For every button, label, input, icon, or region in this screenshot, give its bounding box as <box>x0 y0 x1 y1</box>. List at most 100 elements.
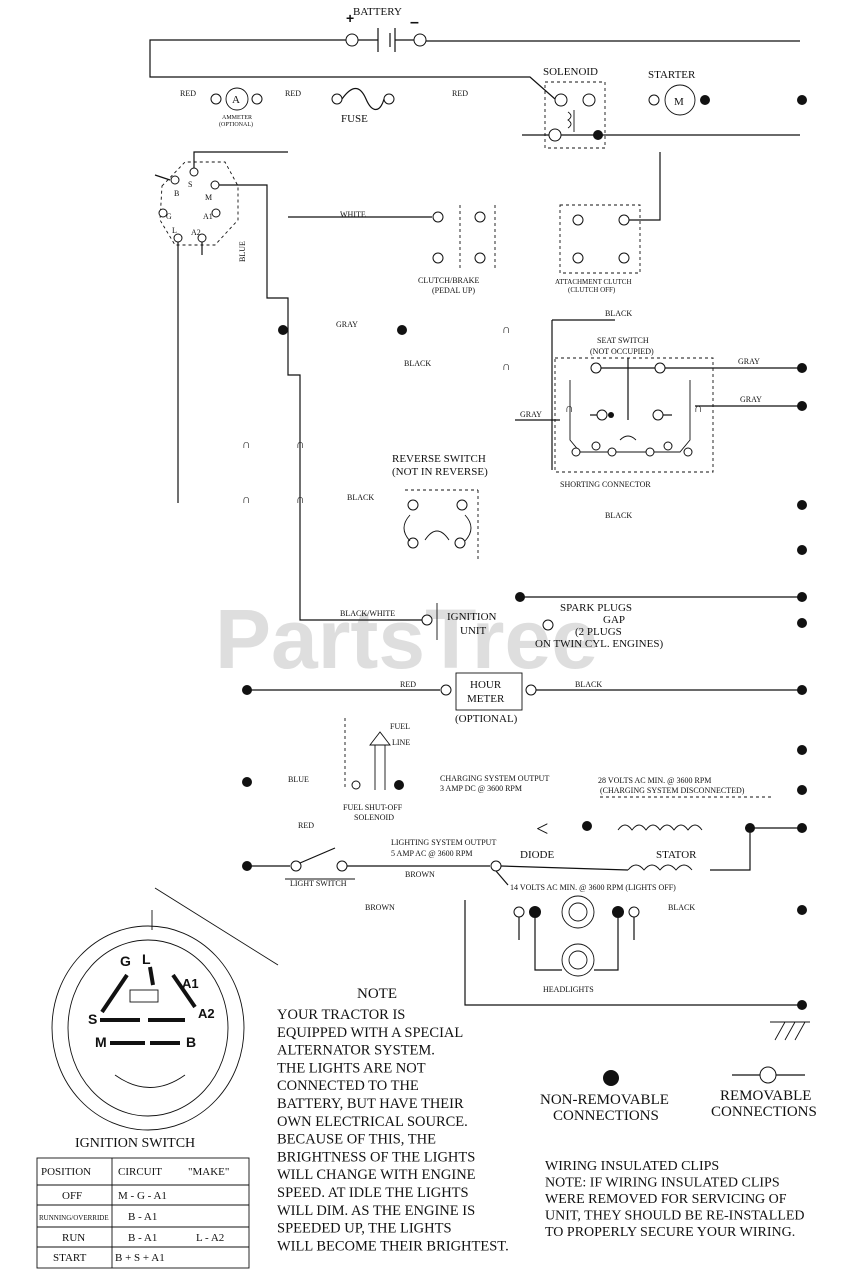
wire-color-red: RED <box>180 89 196 98</box>
hour-meter-label-line1: HOUR <box>470 679 502 691</box>
stator-circuit: STATOR < DIODE RED LIGHTING SYSTEM OUTPU… <box>242 816 807 915</box>
spark-plugs-label: SPARK PLUGS <box>560 602 632 614</box>
attachment-clutch-switch: ATTACHMENT CLUTCH (CLUTCH OFF) <box>555 152 661 294</box>
fuel-shutoff-solenoid: FUEL LINE FUEL SHUT-OFF SOLENOID BLUE <box>242 718 410 822</box>
table-header-make: "MAKE" <box>188 1166 229 1178</box>
fuel-solenoid-label-line1: FUEL SHUT-OFF <box>343 803 403 812</box>
charging-output-spec: 3 AMP DC @ 3600 RPM <box>440 784 522 793</box>
clips-note-line: UNIT, THEY SHOULD BE RE-INSTALLED <box>545 1209 805 1224</box>
hour-meter-sub: (OPTIONAL) <box>455 713 518 725</box>
fuel-line-label-line1: FUEL <box>390 722 410 731</box>
wire-color-blue: BLUE <box>288 775 309 784</box>
table-cell-position: RUN <box>62 1232 85 1244</box>
ignition-terminal-a1: A1 <box>203 212 213 221</box>
charging-volts-sub: (CHARGING SYSTEM DISCONNECTED) <box>600 786 745 795</box>
insulated-clip-icon: ∩ <box>296 492 305 506</box>
diode-label: DIODE <box>520 849 554 861</box>
ignition-unit-label-line2: UNIT <box>460 625 487 637</box>
ammeter-icon <box>225 87 249 111</box>
ignition-terminal-m: M <box>205 193 212 202</box>
reverse-switch-contact-icon <box>424 530 450 541</box>
starter-symbol: M <box>674 96 684 108</box>
clutch-brake-label: CLUTCH/BRAKE <box>418 276 479 285</box>
ignition-switch-detail: G L A1 A2 S M B IGNITION SWITCH <box>51 887 279 1151</box>
ignition-switch-label: IGNITION SWITCH <box>75 1136 195 1151</box>
switch-position-table: POSITION CIRCUIT "MAKE" OFF M - G - A1 R… <box>36 1157 250 1269</box>
ignition-unit-label-line1: IGNITION <box>447 611 497 623</box>
insulated-clip-icon: ∩ <box>242 437 251 451</box>
insulated-clip-icon: ∩ <box>296 437 305 451</box>
shorting-jumper-icon <box>619 435 637 441</box>
solenoid: SOLENOID <box>522 66 800 149</box>
note-line: WILL CHANGE WITH ENGINE <box>277 1167 476 1183</box>
shorting-connector-label: SHORTING CONNECTOR <box>560 480 651 489</box>
connection-legend: NON-REMOVABLE CONNECTIONS REMOVABLE CONN… <box>540 1066 817 1124</box>
non-removable-connection-icon <box>603 1070 619 1086</box>
clutch-brake-sub: (PEDAL UP) <box>432 286 475 295</box>
headlight-icon <box>561 943 595 977</box>
note-line: WILL BECOME THEIR BRIGHTEST. <box>277 1238 509 1254</box>
removable-connection-icon <box>759 1066 777 1084</box>
headlights: HEADLIGHTS <box>464 895 810 1041</box>
table-cell-circuit: B - A1 <box>128 1232 157 1244</box>
ammeter-optional: (OPTIONAL) <box>219 121 253 128</box>
switch-terminal-b: B <box>186 1034 196 1050</box>
attachment-clutch-sub: (CLUTCH OFF) <box>568 286 616 294</box>
note-line: BATTERY, BUT HAVE THEIR <box>277 1096 464 1112</box>
headlights-label: HEADLIGHTS <box>543 985 594 994</box>
wire-color-gray: GRAY <box>336 320 358 329</box>
wire-color-black: BLACK <box>605 309 632 318</box>
ignition-terminal-l: L <box>172 226 177 235</box>
legend-removable-line1: REMOVABLE <box>720 1088 811 1104</box>
stator-label: STATOR <box>656 849 697 861</box>
starter: STARTER M <box>648 69 807 116</box>
note-line: WILL DIM. AS THE ENGINE IS <box>277 1203 475 1219</box>
wire-color-blue: BLUE <box>238 241 247 262</box>
hour-meter-label-line2: METER <box>467 693 505 705</box>
switch-terminal-m: M <box>95 1034 107 1050</box>
insulated-clip-icon: ∩ <box>694 401 703 415</box>
table-header-position: POSITION <box>41 1166 91 1178</box>
seat-switch-label: SEAT SWITCH <box>597 336 649 345</box>
ignition-terminal-a2: A2 <box>191 228 201 237</box>
spark-plugs-twin: ON TWIN CYL. ENGINES) <box>535 638 663 650</box>
wire-color-black: BLACK <box>605 511 632 520</box>
battery-negative-terminal <box>413 33 427 47</box>
lights-volts-label: 14 VOLTS AC MIN. @ 3600 RPM (LIGHTS OFF) <box>510 883 676 892</box>
ignition-terminal-s: S <box>188 180 192 189</box>
stator-winding-icon <box>617 824 703 831</box>
ignition-terminal-b: B <box>174 189 179 198</box>
diode-icon: < <box>536 816 548 841</box>
insulated-clip-icon: ∩ <box>502 322 511 336</box>
wire-color-black: BLACK <box>668 903 695 912</box>
note-line: THE LIGHTS ARE NOT <box>277 1060 426 1076</box>
note-line: EQUIPPED WITH A SPECIAL <box>277 1025 463 1041</box>
clips-note-line: TO PROPERLY SECURE YOUR WIRING. <box>545 1225 795 1240</box>
wire-color-red: RED <box>400 680 416 689</box>
table-cell-make: L - A2 <box>196 1232 224 1244</box>
ignition-s-wire <box>193 151 288 168</box>
note-line: ALTERNATOR SYSTEM. <box>277 1043 435 1059</box>
wire-color-white: WHITE <box>340 210 366 219</box>
battery-positive-icon: + <box>346 10 354 26</box>
wire-color-brown: BROWN <box>365 903 395 912</box>
battery-label: BATTERY <box>353 6 402 18</box>
legend-removable-line2: CONNECTIONS <box>711 1104 817 1120</box>
fuel-line-arrow-icon <box>369 731 391 746</box>
fuse-icon <box>341 87 385 111</box>
lighting-output-label: LIGHTING SYSTEM OUTPUT <box>391 838 496 847</box>
insulated-clip-icon: ∩ <box>242 492 251 506</box>
ignition-terminal-g: G <box>166 212 172 221</box>
fuel-solenoid-label-line2: SOLENOID <box>354 813 394 822</box>
charging-output-label: CHARGING SYSTEM OUTPUT <box>440 774 549 783</box>
attachment-clutch-label: ATTACHMENT CLUTCH <box>555 278 632 286</box>
legend-non-removable-line1: NON-REMOVABLE <box>540 1092 669 1108</box>
reverse-switch-label: REVERSE SWITCH <box>392 453 486 465</box>
attachment-clutch-wire <box>629 152 661 221</box>
insulated-clip-icon: ∩ <box>502 359 511 373</box>
switch-terminal-l: L <box>142 951 151 967</box>
